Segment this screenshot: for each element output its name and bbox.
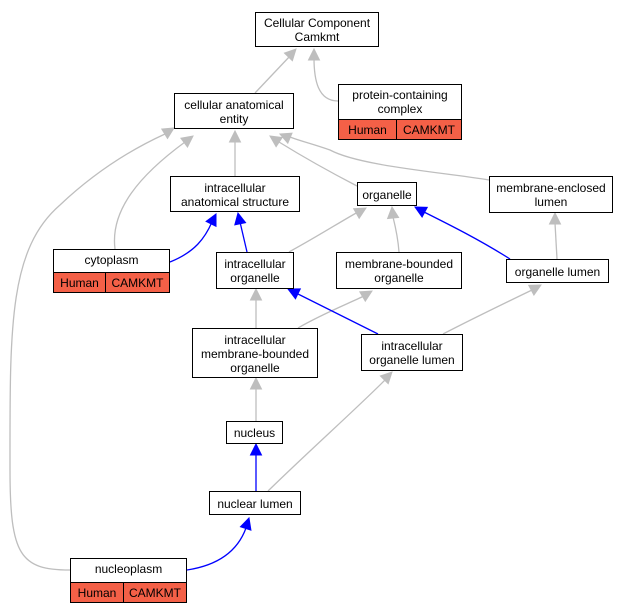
node-cytoplasm[interactable]: cytoplasm Human CAMKMT xyxy=(53,249,170,293)
edge-nl-to-iol xyxy=(267,379,386,492)
species-badge: Human xyxy=(54,273,105,292)
edge-np-to-cae-arrowhead xyxy=(160,127,175,140)
edge-mbo-to-org xyxy=(392,216,400,253)
gene-badge: CAMKMT xyxy=(123,583,186,602)
node-label: membrane-bounded xyxy=(344,257,454,271)
species-badge: Human xyxy=(339,120,396,139)
edge-io-to-ias xyxy=(239,221,248,253)
node-label: membrane-bounded xyxy=(200,346,310,361)
edge-cyto-to-ias-arrowhead xyxy=(205,212,217,228)
node-label: nuclear lumen xyxy=(217,496,293,511)
edge-cae-to-root xyxy=(254,55,291,94)
edge-io-to-ias-arrowhead xyxy=(234,211,247,226)
node-nucleus[interactable]: nucleus xyxy=(226,421,283,444)
node-label: organelle xyxy=(374,271,424,285)
node-label: protein-containing xyxy=(352,88,448,102)
edge-iol-to-ol xyxy=(442,289,533,335)
edge-pcc-to-root-arrowhead xyxy=(307,47,321,61)
edge-np-to-nl-arrowhead xyxy=(239,516,252,531)
edge-ol-to-org xyxy=(423,211,511,260)
edge-imbo-to-io-arrowhead xyxy=(249,287,263,301)
annotation-row: Human CAMKMT xyxy=(54,272,169,292)
node-label: cytoplasm xyxy=(84,253,139,267)
edge-cae-to-root-arrowhead xyxy=(283,48,297,62)
node-label: entity xyxy=(219,111,249,126)
edge-cyto-to-cae xyxy=(113,141,186,250)
node-label: complex xyxy=(377,102,423,116)
node-label: intracellular xyxy=(224,332,286,347)
node-label: Camkmt xyxy=(294,30,340,44)
edge-io-to-org-arrowhead xyxy=(352,207,367,220)
node-label: organelle xyxy=(362,187,412,202)
node-label: intracellular xyxy=(381,339,443,353)
node-label: anatomical structure xyxy=(180,194,290,209)
edge-nl-to-nucleus-arrowhead xyxy=(249,442,263,456)
edge-ol-to-mel xyxy=(554,222,558,260)
node-label: cellular anatomical xyxy=(184,97,284,112)
node-label: organelle xyxy=(230,271,280,285)
node-nuclear-lumen[interactable]: nuclear lumen xyxy=(209,491,301,515)
node-label: nucleoplasm xyxy=(94,562,163,576)
edge-iol-to-io-arrowhead xyxy=(286,288,302,300)
node-label: organelle lumen xyxy=(514,264,601,279)
edge-cyto-to-ias xyxy=(169,221,213,263)
node-nucleoplasm[interactable]: nucleoplasm Human CAMKMT xyxy=(70,558,187,603)
edge-cyto-to-cae-arrowhead xyxy=(180,135,194,148)
node-label: Cellular Component xyxy=(263,16,371,30)
annotation-row: Human CAMKMT xyxy=(339,119,461,139)
node-organelle-lumen[interactable]: organelle lumen xyxy=(506,259,609,283)
node-label: organelle lumen xyxy=(369,353,455,367)
node-label: membrane-enclosed xyxy=(496,181,606,195)
node-label: intracellular xyxy=(224,257,286,271)
node-organelle[interactable]: organelle xyxy=(357,182,417,206)
edge-imbo-to-mbo-arrowhead xyxy=(358,290,373,303)
node-label: nucleus xyxy=(233,426,276,440)
edge-pcc-to-root xyxy=(313,57,339,102)
edge-ias-to-cae-arrowhead xyxy=(228,129,242,143)
edge-mel-to-cae-arrowhead xyxy=(278,132,293,145)
edge-org-to-cae-arrowhead xyxy=(269,135,284,148)
edge-imbo-to-mbo xyxy=(297,295,365,329)
node-label: organelle xyxy=(230,360,280,375)
gene-badge: CAMKMT xyxy=(105,273,169,292)
species-badge: Human xyxy=(71,583,123,602)
node-label: intracellular xyxy=(204,180,266,195)
edge-mbo-to-org-arrowhead xyxy=(386,205,400,220)
gene-badge: CAMKMT xyxy=(396,120,461,139)
edge-np-to-cae xyxy=(9,133,166,571)
edge-io-to-org xyxy=(288,211,359,253)
annotation-row: Human CAMKMT xyxy=(71,582,186,602)
edge-mel-to-cae xyxy=(289,136,490,181)
edge-iol-to-io xyxy=(295,292,379,335)
edge-ol-to-org-arrowhead xyxy=(414,206,429,218)
edge-ol-to-mel-arrowhead xyxy=(548,211,562,225)
edge-np-to-nl xyxy=(186,527,247,571)
edge-nucleus-to-imbo-arrowhead xyxy=(249,376,263,390)
edge-iol-to-ol-arrowhead xyxy=(527,284,542,296)
edge-nl-to-iol-arrowhead xyxy=(379,371,393,385)
edge-org-to-cae xyxy=(278,141,358,187)
node-label: lumen xyxy=(534,195,568,209)
